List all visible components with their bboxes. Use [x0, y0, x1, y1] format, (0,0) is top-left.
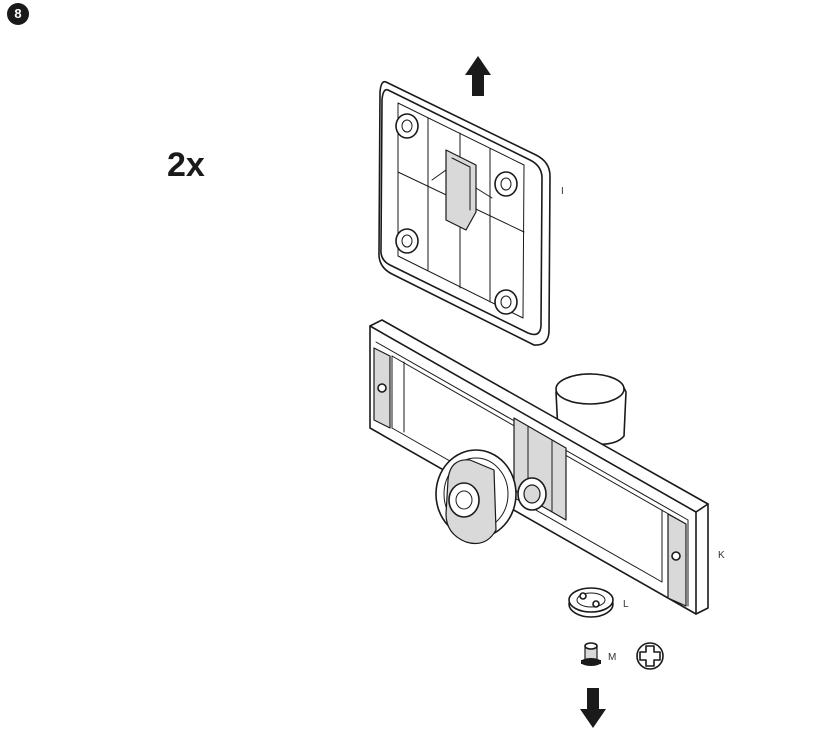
corner-boss	[395, 113, 419, 139]
screw-part-m	[581, 642, 601, 666]
mounting-plate-part-i	[378, 80, 551, 346]
part-label-i: I	[561, 186, 564, 197]
bracket-rail-part-k	[369, 319, 709, 615]
part-label-l: L	[623, 599, 629, 610]
corner-boss	[395, 228, 419, 254]
phillips-screwdriver-icon	[636, 642, 664, 670]
washer-part-l	[568, 587, 614, 618]
corner-boss	[494, 171, 518, 197]
step-number-badge: 8	[7, 3, 29, 25]
part-label-k: K	[718, 550, 725, 561]
part-label-m: M	[608, 652, 617, 663]
arrow-up-icon	[465, 56, 491, 96]
arrow-down-icon	[580, 688, 606, 728]
corner-boss	[494, 289, 518, 315]
quantity-label: 2x	[167, 146, 205, 184]
